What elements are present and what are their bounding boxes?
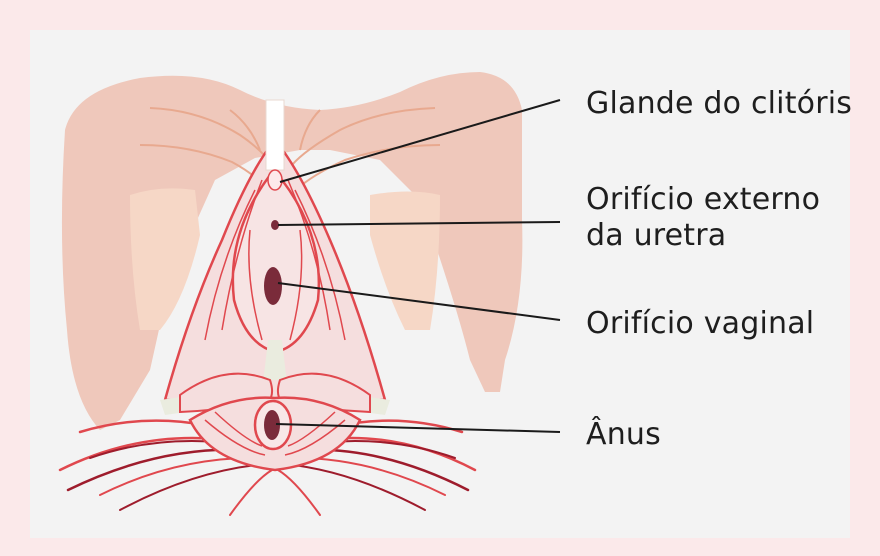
label-clitoris-glans: Glande do clitóris [586,87,852,121]
vaginal-opening [264,267,282,305]
clitoral-shaft [266,100,284,170]
label-urethral-opening-line1: Orifício externo [586,183,820,217]
label-anus: Ânus [586,418,661,452]
clitoral-glans [268,170,282,190]
label-urethral-opening-line2: da uretra [586,219,726,253]
right-thigh-highlight [370,192,440,331]
left-thigh-highlight [130,188,200,330]
label-vaginal-opening: Orifício vaginal [586,307,814,341]
urethral-opening [271,220,279,230]
